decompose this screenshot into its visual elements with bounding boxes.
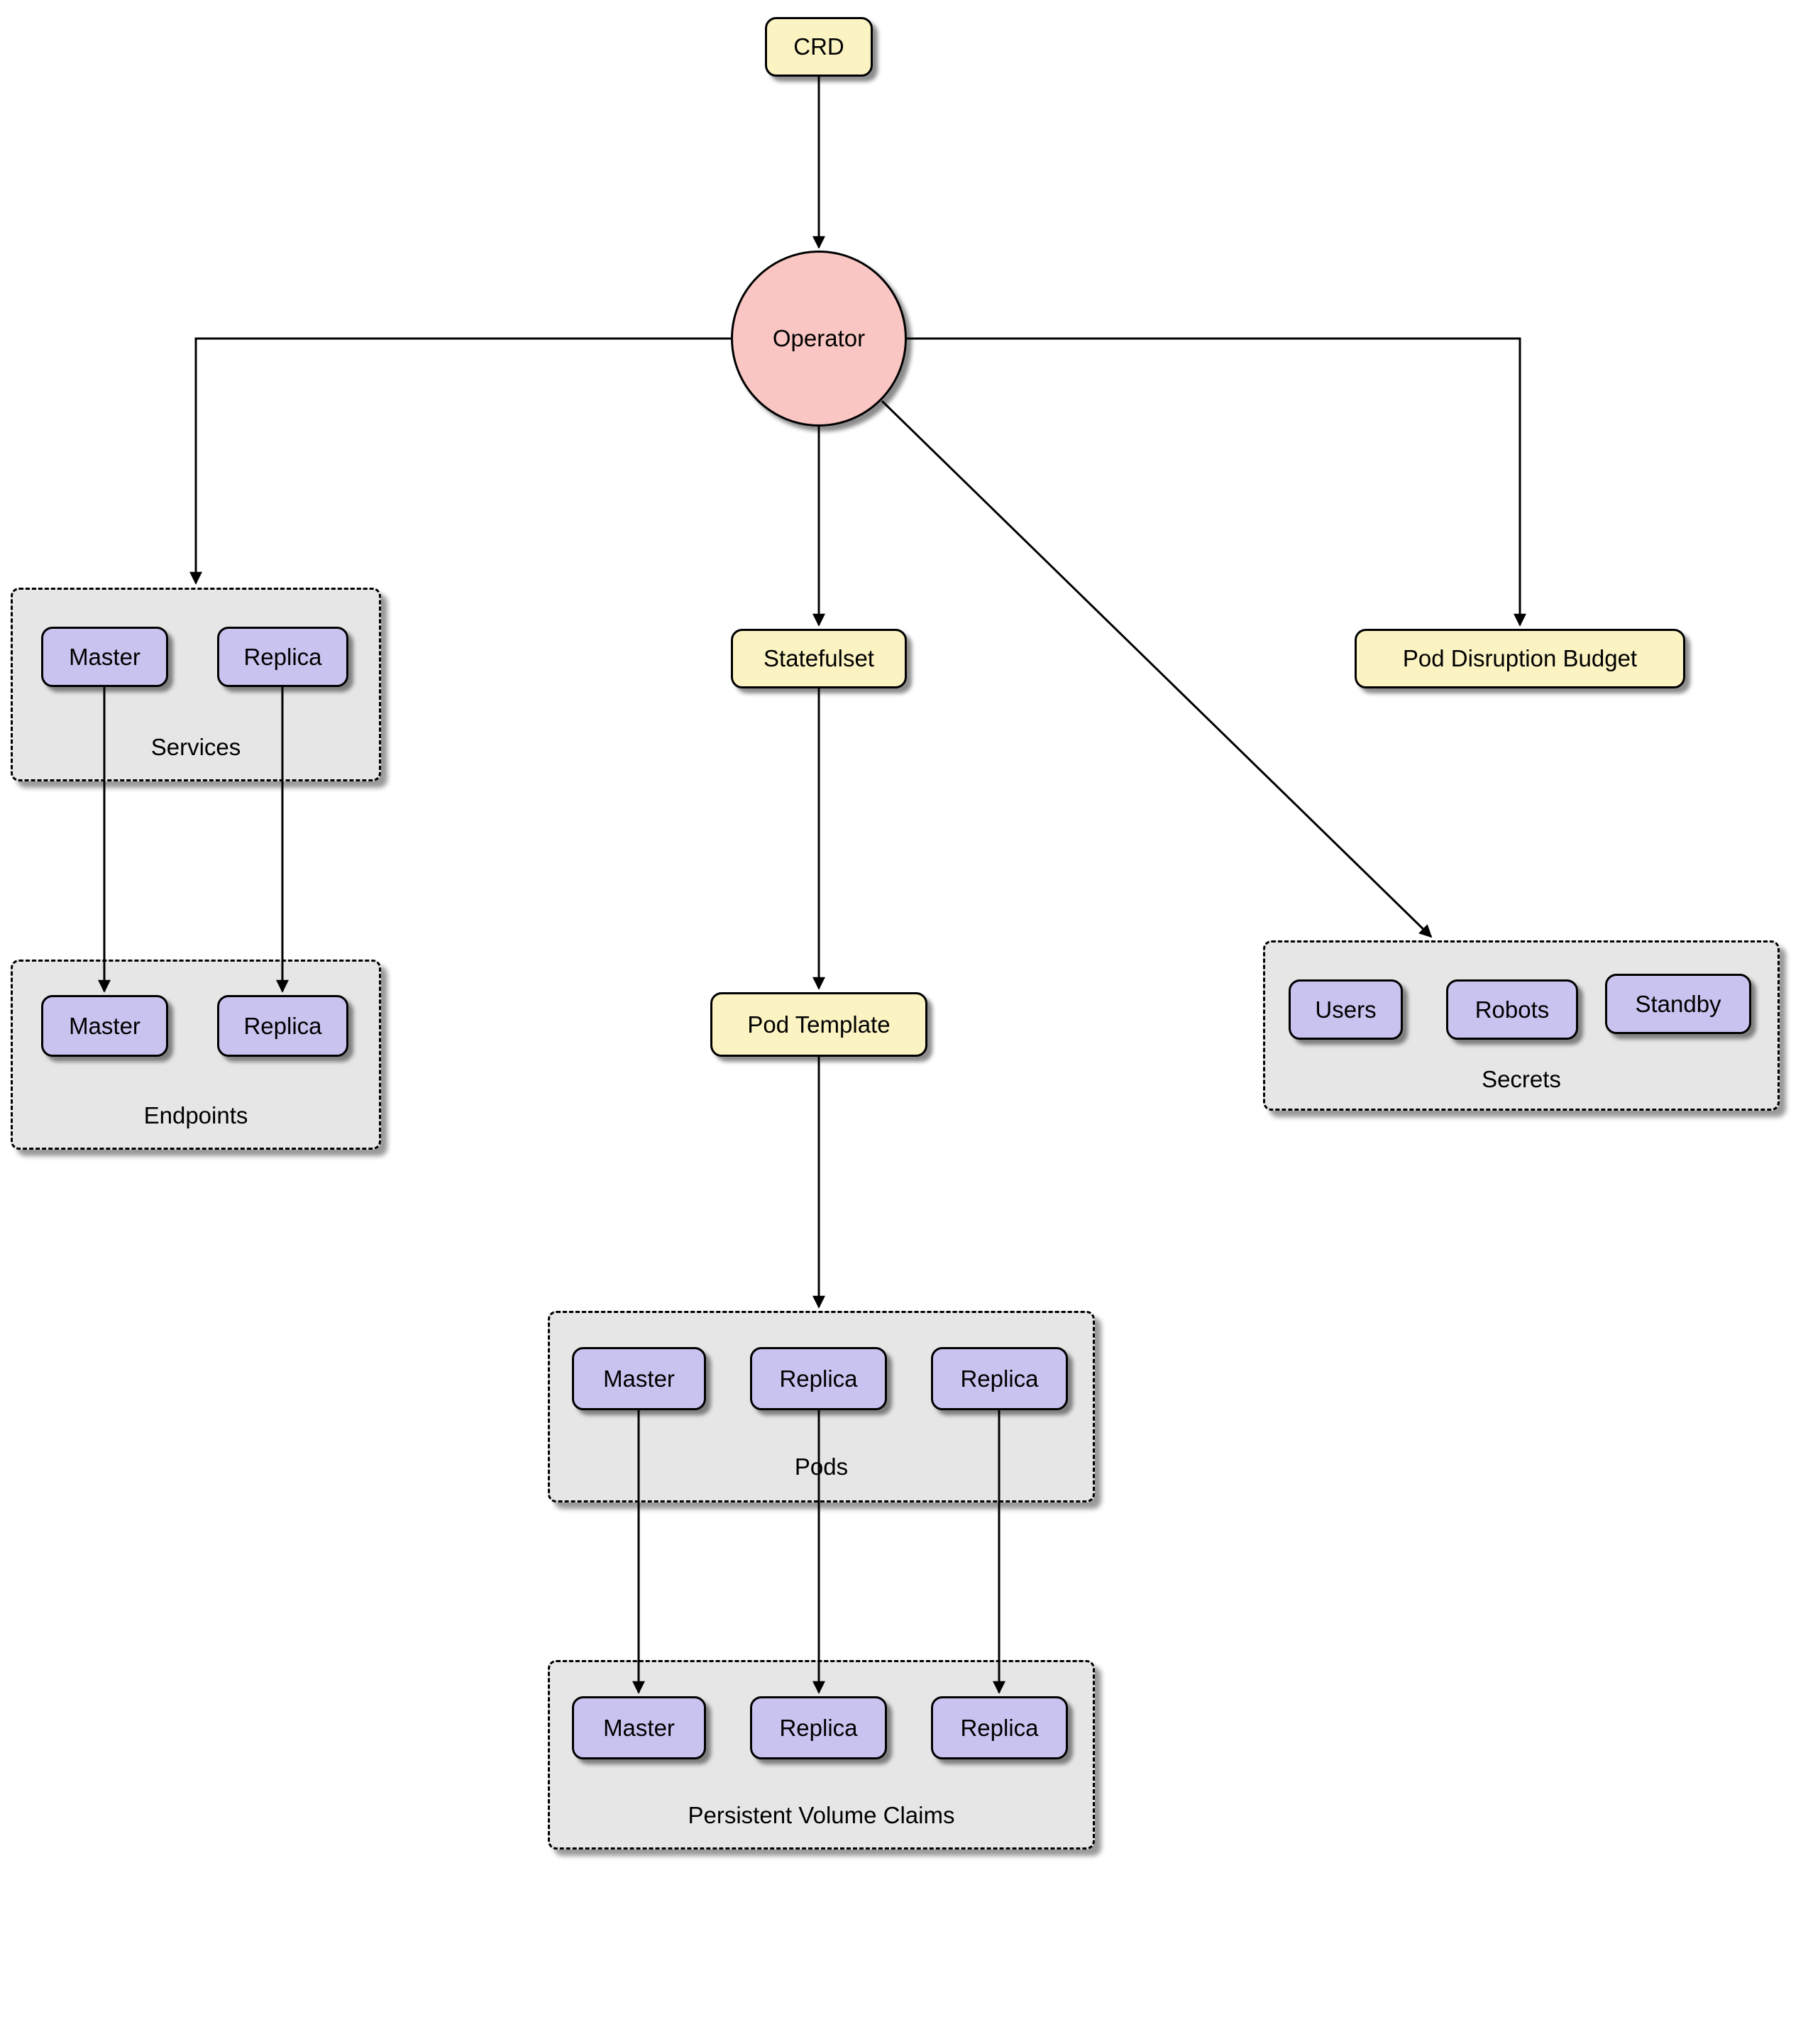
- group-pods-label: Pods: [794, 1454, 849, 1480]
- group-endpoints-label: Endpoints: [143, 1102, 248, 1128]
- pvc-master-node: Master: [572, 1696, 706, 1759]
- services-replica-node: Replica: [217, 627, 348, 687]
- group-persistent-volume-claims-label: Persistent Volume Claims: [688, 1802, 955, 1828]
- node-operator: Operator: [731, 251, 907, 427]
- secrets-users-node: Users: [1289, 979, 1403, 1040]
- arrow-operator-to-pod-disruption-budget: [907, 337, 1526, 627]
- pvc-replica-node-2: Replica: [931, 1696, 1068, 1759]
- node-pod-disruption-budget: Pod Disruption Budget: [1355, 629, 1685, 688]
- node-statefulset: Statefulset: [731, 629, 907, 688]
- endpoints-master-node: Master: [41, 995, 168, 1057]
- services-master-node: Master: [41, 627, 168, 687]
- secrets-standby-node: Standby: [1605, 974, 1751, 1034]
- pods-master-node: Master: [572, 1347, 706, 1410]
- arrow-operator-to-services: [189, 337, 731, 585]
- pods-replica-node-2: Replica: [931, 1347, 1068, 1410]
- node-crd: CRD: [765, 17, 873, 77]
- secrets-robots-node: Robots: [1446, 979, 1578, 1040]
- endpoints-replica-node: Replica: [217, 995, 348, 1057]
- arrow-operator-to-secrets: [881, 400, 1433, 938]
- pvc-replica-node-1: Replica: [750, 1696, 887, 1759]
- group-secrets-label: Secrets: [1482, 1066, 1561, 1092]
- group-services-label: Services: [150, 734, 241, 760]
- pods-replica-node-1: Replica: [750, 1347, 887, 1410]
- node-pod-template: Pod Template: [710, 992, 927, 1057]
